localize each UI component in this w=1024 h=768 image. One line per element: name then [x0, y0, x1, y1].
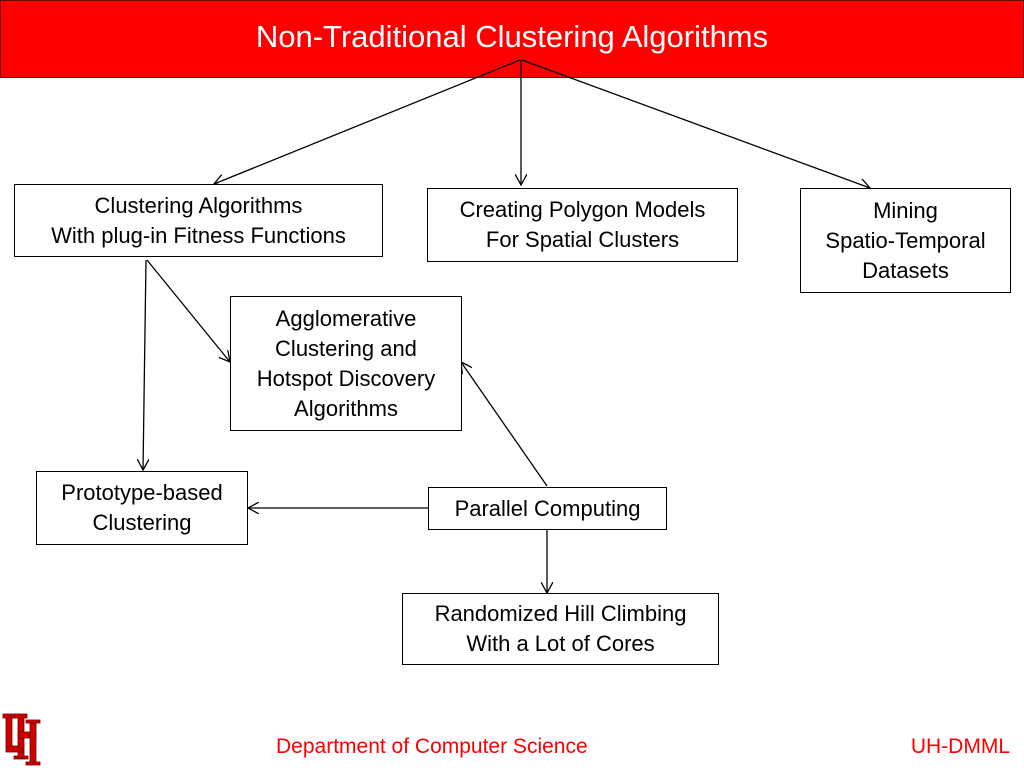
node-agglomerative: Agglomerative Clustering and Hotspot Dis…: [230, 296, 462, 431]
footer-lab-name: UH-DMML: [910, 735, 1010, 758]
node-hill-climbing: Randomized Hill Climbing With a Lot of C…: [402, 593, 719, 665]
arrow-fitness-to-prototype: [143, 259, 146, 470]
node-fitness-functions: Clustering Algorithms With plug-in Fitne…: [14, 184, 383, 257]
arrow-parallel-to-agglo: [461, 362, 548, 487]
title-bar: Non-Traditional Clustering Algorithms: [0, 0, 1024, 78]
node-spatio-temporal: Mining Spatio-Temporal Datasets: [800, 188, 1011, 293]
footer-department: Department of Computer Science: [276, 735, 588, 758]
node-polygon-models: Creating Polygon Models For Spatial Clus…: [427, 188, 738, 262]
uh-logo-icon: [2, 713, 41, 766]
page-title: Non-Traditional Clustering Algorithms: [255, 19, 769, 54]
arrow-title-to-fitness: [214, 59, 521, 184]
arrow-title-to-spatio: [521, 59, 870, 188]
node-parallel-computing: Parallel Computing: [428, 487, 667, 530]
node-prototype-clustering: Prototype-based Clustering: [36, 471, 248, 545]
arrow-fitness-to-agglo: [146, 259, 230, 362]
